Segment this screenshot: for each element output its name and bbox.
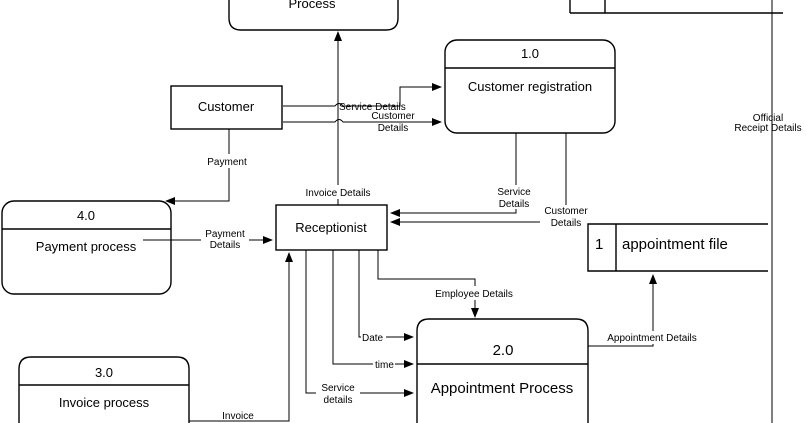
flow-invoice: [189, 252, 293, 422]
process-label: Payment process: [36, 239, 137, 254]
flow-time: [332, 250, 414, 368]
flow-label-customer-details-2b: Details: [551, 218, 582, 229]
process-invoice[interactable]: 3.0 Invoice process: [18, 356, 190, 423]
flow-label-service-details-3b: details: [324, 395, 353, 406]
flow-label-time: time: [375, 360, 394, 371]
flow-label-invoice-details: Invoice Details: [305, 188, 370, 199]
process-payment[interactable]: 4.0 Payment process: [1, 200, 172, 295]
process-top-label: Process: [289, 0, 336, 11]
flow-label-appointment-details: Appointment Details: [607, 333, 697, 344]
flow-appointment-details: [588, 274, 657, 347]
process-label: Customer registration: [468, 79, 592, 94]
process-label: Invoice process: [59, 395, 150, 410]
official-receipt-label-a: Official: [753, 113, 783, 124]
data-store-id: 1: [595, 236, 603, 253]
flow-employee-details: [377, 250, 479, 318]
flow-label-service-details-2a: Service: [497, 187, 531, 198]
process-customer-registration[interactable]: 1.0 Customer registration: [444, 39, 616, 134]
flow-label-service-details-3a: Service: [321, 383, 355, 394]
flow-customer-details-to-receptionist: [390, 133, 567, 226]
entity-receptionist[interactable]: Receptionist: [275, 204, 388, 251]
process-appointment[interactable]: 2.0 Appointment Process: [416, 318, 589, 423]
process-label: Appointment Process: [431, 380, 574, 397]
flow-payment: [165, 129, 230, 205]
process-top[interactable]: Process: [228, 0, 399, 31]
flow-label-customer-details-b: Details: [378, 123, 409, 134]
entity-customer[interactable]: Customer: [170, 85, 283, 130]
flow-label-payment-details-a: Payment: [205, 229, 245, 240]
flow-label-customer-details-2a: Customer: [544, 206, 588, 217]
flow-label-service-details: Service Details: [339, 102, 406, 113]
flow-label-payment: Payment: [207, 157, 247, 168]
data-store-top-partial: [569, 0, 783, 14]
process-number: 3.0: [95, 365, 113, 380]
entity-label: Receptionist: [295, 220, 367, 235]
flow-customer-details-to-registration: [283, 118, 442, 126]
flow-label-date: Date: [362, 333, 384, 344]
entity-label: Customer: [198, 99, 255, 114]
data-store-appointment-file[interactable]: 1 appointment file: [587, 223, 771, 272]
flow-label-employee-details: Employee Details: [435, 289, 513, 300]
flow-service-details-to-receptionist: [390, 133, 517, 217]
data-store-label: appointment file: [622, 236, 728, 253]
flow-label-customer-details-a: Customer: [371, 111, 415, 122]
process-number: 1.0: [521, 46, 539, 61]
flow-date: [358, 250, 414, 341]
flow-label-service-details-2b: Details: [499, 199, 530, 210]
flow-label-invoice: Invoice: [222, 411, 254, 422]
flow-label-payment-details-b: Details: [210, 240, 241, 251]
process-number: 4.0: [77, 208, 95, 223]
flow-service-details-to-registration: [283, 83, 442, 107]
official-receipt-label-b: Receipt Details: [734, 123, 801, 134]
flow-service-details-to-appointment: [305, 250, 414, 397]
process-number: 2.0: [493, 342, 514, 359]
